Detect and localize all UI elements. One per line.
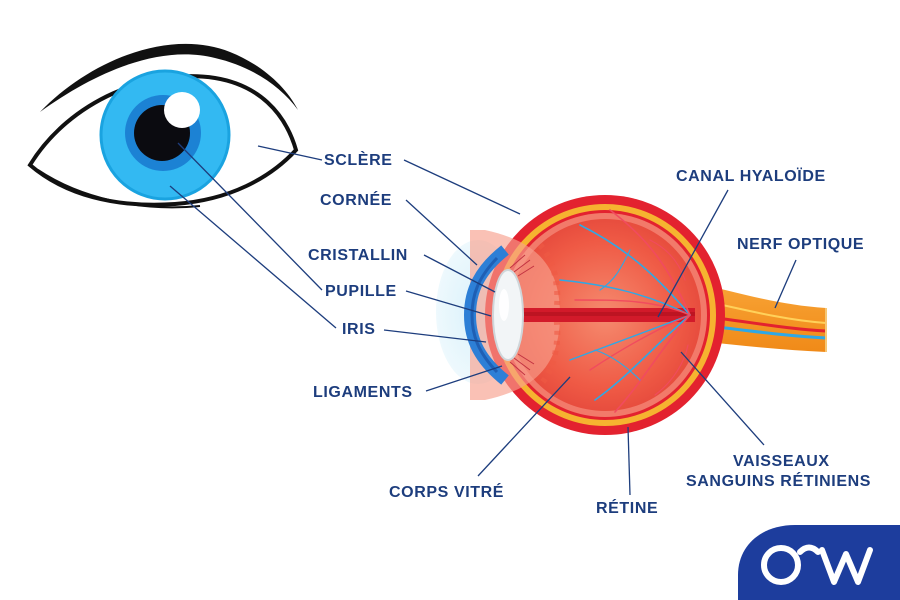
leader-iris <box>383 329 487 343</box>
logo-wave-icon <box>797 544 821 555</box>
label-pupille: PUPILLE <box>325 283 397 300</box>
label-corps-vitre: CORPS VITRÉ <box>389 482 504 501</box>
leader-lines <box>169 142 797 496</box>
leader-retine <box>627 426 631 496</box>
label-sclere: SCLÈRE <box>324 150 393 169</box>
label-canal-hyaloide: CANAL HYALOÏDE <box>676 167 826 185</box>
eye-highlight <box>164 92 200 128</box>
labels: SCLÈRE CORNÉE CRISTALLIN PUPILLE IRIS LI… <box>308 150 871 517</box>
leader-nerf <box>774 259 797 309</box>
label-retine: RÉTINE <box>596 498 658 517</box>
leader-cornee <box>405 199 478 266</box>
ow-logo <box>738 525 900 600</box>
leader-pupille <box>405 290 492 317</box>
logo-o-icon <box>761 545 801 585</box>
label-cristallin: CRISTALLIN <box>308 247 408 264</box>
leader-cristallin <box>423 254 496 293</box>
label-vaisseaux-line1: VAISSEAUX <box>733 453 830 470</box>
leader-iris-ext <box>169 185 337 329</box>
label-ligaments: LIGAMENTS <box>313 384 413 401</box>
lens-shape <box>492 269 524 361</box>
leader-corps-vitre <box>477 376 571 477</box>
leader-canal <box>657 189 729 318</box>
leader-ligaments <box>425 365 503 392</box>
eyelash-line <box>40 43 298 112</box>
label-iris: IRIS <box>342 321 376 338</box>
ciliary-ligaments <box>509 254 535 376</box>
retinal-vessels <box>559 209 691 413</box>
logo-w-icon <box>819 547 873 585</box>
external-eye-illustration <box>27 43 299 209</box>
leader-pupille-ext <box>177 142 323 291</box>
leader-sclere-ext <box>257 145 323 161</box>
leader-sclere <box>403 159 521 215</box>
leader-vaisseaux <box>680 351 765 446</box>
label-cornee: CORNÉE <box>320 190 392 209</box>
eye-cross-section <box>436 195 827 435</box>
label-vaisseaux-line2: SANGUINS RÉTINIENS <box>686 471 871 490</box>
label-nerf-optique: NERF OPTIQUE <box>737 236 864 253</box>
